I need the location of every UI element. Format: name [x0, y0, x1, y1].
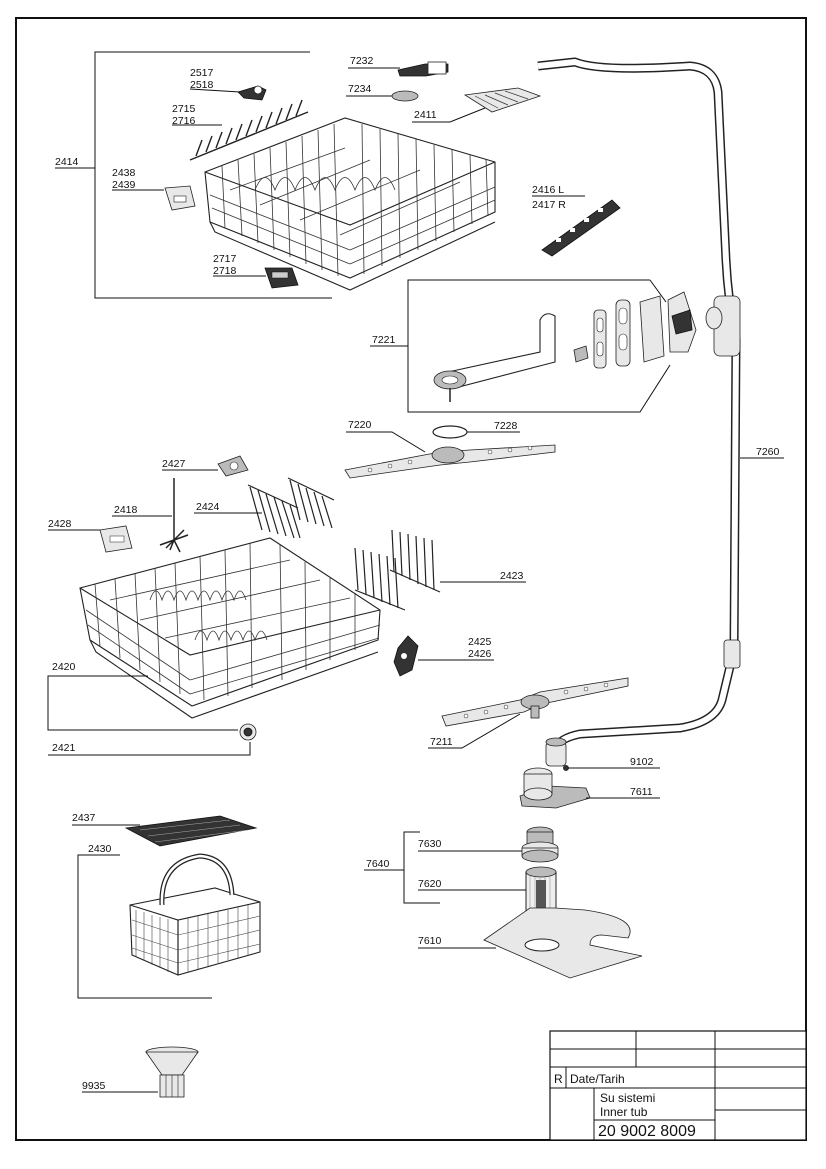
part-2423-racks: [354, 529, 441, 611]
label-2428: 2428: [48, 518, 72, 530]
label-2426: 2426: [468, 648, 492, 660]
label-7211: 7211: [430, 736, 453, 748]
cutlery-basket-group: 2437 2430: [72, 812, 261, 999]
spray-pipe-elbow: [447, 313, 556, 389]
label-7611: 7611: [630, 786, 653, 798]
label-7610: 7610: [418, 935, 442, 947]
spray-arm-base: 9102 7611: [519, 737, 660, 809]
label-2418: 2418: [114, 504, 138, 516]
label-2438: 2438: [112, 167, 136, 179]
upper-right-parts: 7232 7234 2411 2416 L 2417 R: [346, 55, 621, 257]
label-2430: 2430: [88, 843, 112, 855]
label-2716: 2716: [172, 115, 196, 127]
title-block: R Date/Tarih Su sistemi Inner tub 20 900…: [549, 1030, 807, 1141]
label-2417: 2417 R: [532, 199, 566, 211]
part-7610-microfilter-plate: [483, 907, 643, 979]
label-7220: 7220: [348, 419, 372, 431]
label-2411: 2411: [414, 109, 437, 121]
upper-basket: [204, 117, 496, 291]
label-2427: 2427: [162, 458, 186, 470]
label-9102: 9102: [630, 756, 654, 768]
label-2420: 2420: [52, 661, 76, 673]
lower-basket: 2420: [47, 537, 381, 731]
label-2425: 2425: [468, 636, 492, 648]
part-2421-wheel: 2421: [48, 723, 257, 756]
sheet-border: [15, 17, 807, 1141]
title-block-title-tr: Su sistemi: [600, 1091, 655, 1105]
label-2518: 2518: [190, 79, 214, 91]
label-2423: 2423: [500, 570, 524, 582]
label-2424: 2424: [196, 501, 220, 513]
water-supply-tube: 7260: [537, 57, 784, 751]
upper-basket-group: 2414 25: [55, 51, 496, 299]
lower-spray-arm: 7211: [428, 677, 629, 749]
part-7234: [391, 90, 419, 102]
part-2411: [463, 87, 542, 113]
lower-basket-accessories: 2427 2418 2424 2428: [48, 455, 526, 677]
part-2715-tine-row: [189, 99, 309, 161]
title-block-drawing-number: 20 9002 8009: [598, 1123, 696, 1140]
label-7232: 7232: [350, 55, 374, 67]
label-2414: 2414: [55, 156, 79, 168]
part-7630-filter-cap: [521, 826, 559, 863]
label-7234: 7234: [348, 83, 372, 95]
label-7228: 7228: [494, 420, 518, 432]
label-2416: 2416 L: [532, 184, 564, 196]
label-2437: 2437: [72, 812, 96, 824]
title-block-title-en: Inner tub: [600, 1105, 648, 1119]
label-7640: 7640: [366, 858, 390, 870]
label-2717: 2717: [213, 253, 237, 265]
label-2715: 2715: [172, 103, 196, 115]
label-9935: 9935: [82, 1080, 106, 1092]
cutlery-basket: [129, 853, 261, 976]
label-2439: 2439: [112, 179, 136, 191]
middle-spray-arm: 7220: [344, 419, 556, 479]
part-9102: [563, 765, 569, 771]
label-7260: 7260: [756, 446, 780, 458]
part-7228-oring: [432, 425, 468, 439]
label-2517: 2517: [190, 67, 214, 79]
part-9935-funnel: 9935: [82, 1046, 199, 1098]
upper-spray-arm-assembly: 7221: [370, 279, 697, 413]
title-block-rev-label: R: [554, 1072, 563, 1086]
label-7630: 7630: [418, 838, 442, 850]
label-2718: 2718: [213, 265, 237, 277]
part-2418: [159, 478, 189, 553]
part-2416-rail: [541, 199, 621, 257]
label-2421: 2421: [52, 742, 76, 754]
label-7221: 7221: [372, 334, 396, 346]
filter-group: 7640 7630 7620 7610: [364, 826, 643, 979]
part-2424-racks: [247, 477, 335, 539]
label-7620: 7620: [418, 878, 442, 890]
title-block-date-label: Date/Tarih: [570, 1072, 625, 1086]
